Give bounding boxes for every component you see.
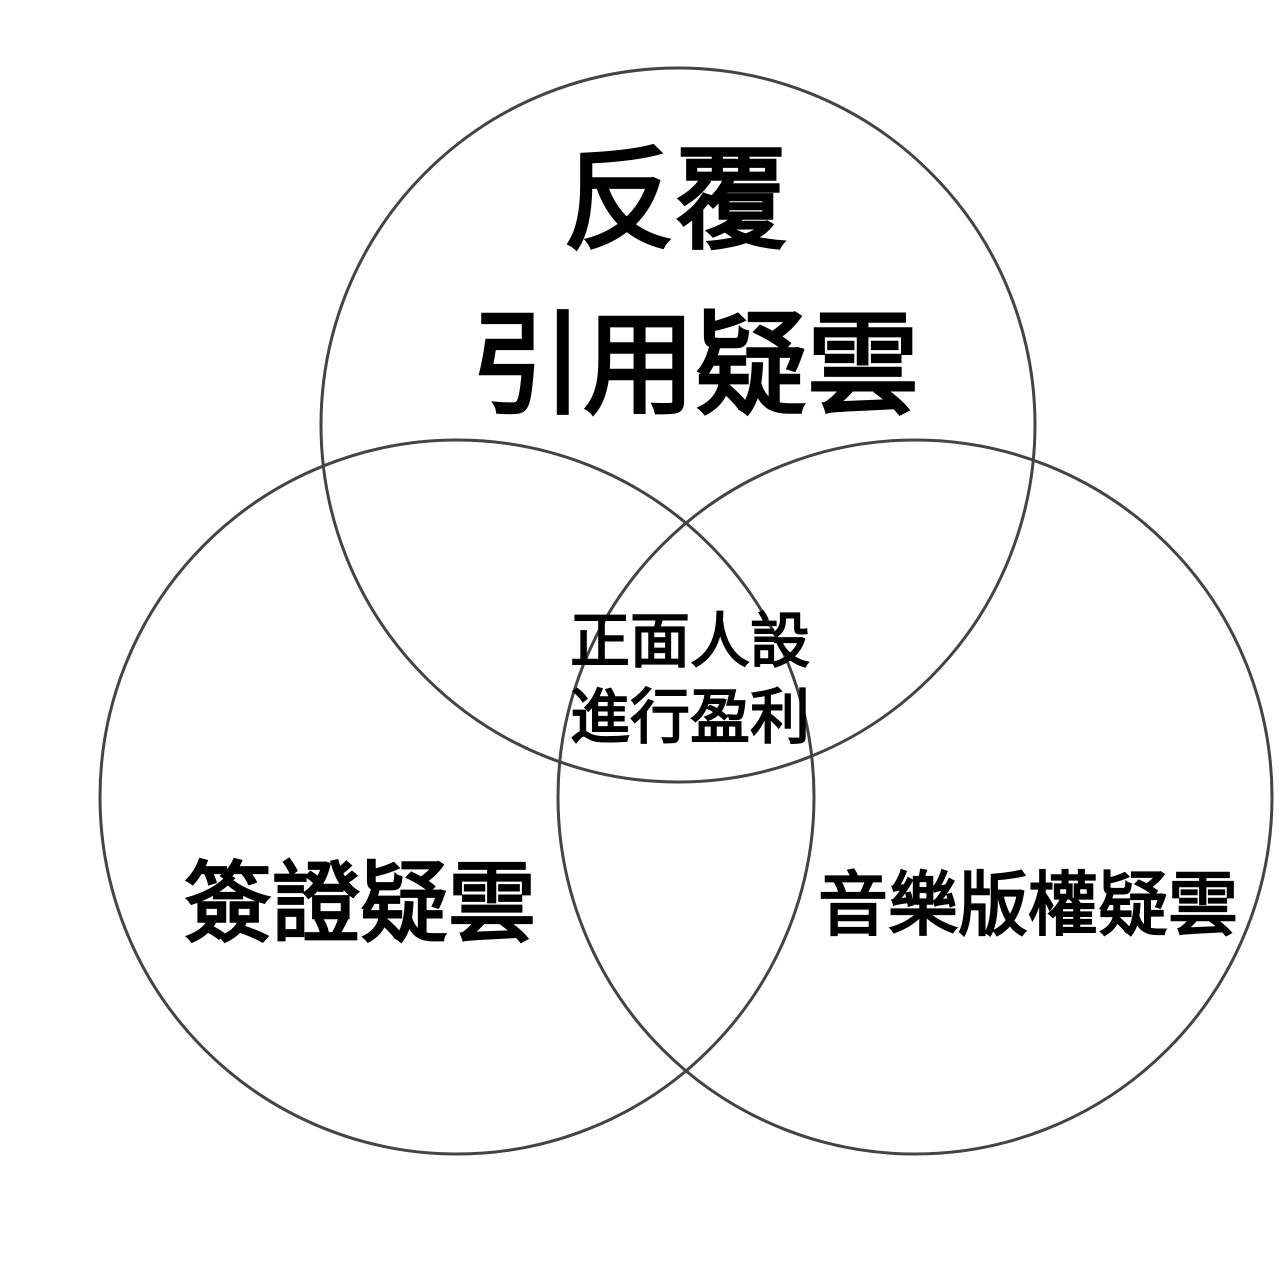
top-circle-label-line2: 引用疑雲 xyxy=(471,301,919,431)
intersection-label-line2: 進行盈利 xyxy=(570,683,810,753)
circle-top xyxy=(319,66,1037,784)
circle-right xyxy=(556,438,1274,1156)
circle-left xyxy=(98,438,816,1156)
top-circle-label-line1: 反覆 xyxy=(563,136,787,266)
intersection-label-line1: 正面人設 xyxy=(570,607,810,677)
left-circle-label: 簽證疑雲 xyxy=(183,852,536,955)
right-circle-label: 音樂版權疑雲 xyxy=(818,864,1238,946)
